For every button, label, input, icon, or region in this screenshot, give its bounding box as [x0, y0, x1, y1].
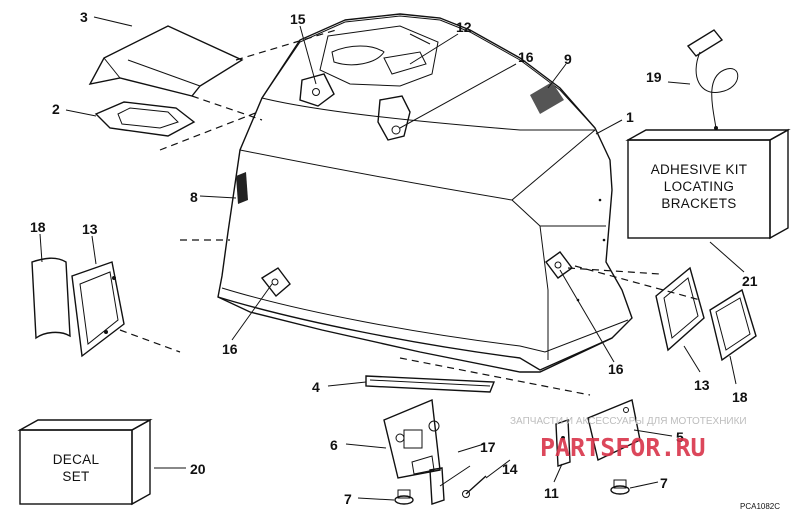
top-cap-part-3	[88, 25, 244, 97]
panel-part-18-left	[31, 257, 71, 340]
reference-code: PCA1082C	[740, 502, 780, 511]
watermark-text: ЗАПЧАСТИ И АКСЕССУАРЫ ДЛЯ МОТОТЕХНИКИ	[510, 416, 747, 427]
adhesive-line-2: LOCATING	[664, 179, 734, 194]
watermark-brand: PARTSFOR.RU	[540, 433, 706, 462]
adhesive-line-3: BRACKETS	[661, 196, 736, 211]
callout-1: 1	[626, 109, 634, 125]
bracket-15	[299, 73, 335, 107]
wire-part-19	[686, 29, 739, 130]
callout-16-right: 16	[608, 361, 624, 377]
callout-17: 17	[480, 439, 496, 455]
decal-line-2: SET	[62, 469, 89, 484]
callout-19: 19	[646, 69, 662, 85]
frame-part-13-right	[655, 266, 705, 352]
callout-8: 8	[190, 189, 198, 205]
callout-9: 9	[564, 51, 572, 67]
callout-7-right: 7	[660, 475, 668, 491]
callout-6: 6	[330, 437, 338, 453]
leader-lines	[39, 16, 745, 501]
plate-part-5	[587, 399, 641, 462]
callout-21: 21	[742, 273, 758, 289]
decal-line-1: DECAL	[53, 452, 100, 467]
callout-13-right: 13	[694, 377, 710, 393]
lever-part-17	[429, 465, 471, 505]
callout-16-top: 16	[518, 49, 534, 65]
callout-13-left: 13	[82, 221, 98, 237]
engine-cover	[217, 13, 633, 373]
grommet-part-2	[94, 101, 196, 137]
screw-part-14	[462, 475, 487, 498]
latch-part-6	[383, 398, 441, 479]
adhesive-line-1: ADHESIVE KIT	[651, 162, 748, 177]
nut-part-7-right	[610, 479, 630, 495]
adhesive-kit-box: ADHESIVE KIT LOCATING BRACKETS	[625, 128, 791, 240]
bracket-part-11	[555, 419, 571, 467]
bracket-16-left	[260, 267, 291, 298]
callout-5: 5	[676, 429, 684, 445]
panel-part-18-right	[709, 288, 757, 362]
callout-4: 4	[312, 379, 320, 395]
frame-part-13-left	[71, 261, 125, 358]
bracket-16-top	[377, 95, 411, 141]
callout-20: 20	[190, 461, 206, 477]
callout-18-left: 18	[30, 219, 46, 235]
callout-labels: 3 2 15 12 16 9 1 8 19 21 18 13 16 16 13 …	[30, 9, 758, 507]
callout-3: 3	[80, 9, 88, 25]
callout-18-right: 18	[732, 389, 748, 405]
callout-15: 15	[290, 11, 306, 27]
callout-2: 2	[52, 101, 60, 117]
bracket-16-right	[545, 251, 573, 279]
seal-strip-part-4	[365, 375, 496, 393]
decal-set-box: DECAL SET	[17, 418, 153, 506]
callout-16-left: 16	[222, 341, 238, 357]
callout-11: 11	[544, 485, 559, 501]
callout-14: 14	[502, 461, 518, 477]
nut-part-7-left	[394, 489, 414, 505]
callout-7-left: 7	[344, 491, 352, 507]
assembly-lines	[119, 29, 701, 396]
callout-12: 12	[456, 19, 472, 35]
